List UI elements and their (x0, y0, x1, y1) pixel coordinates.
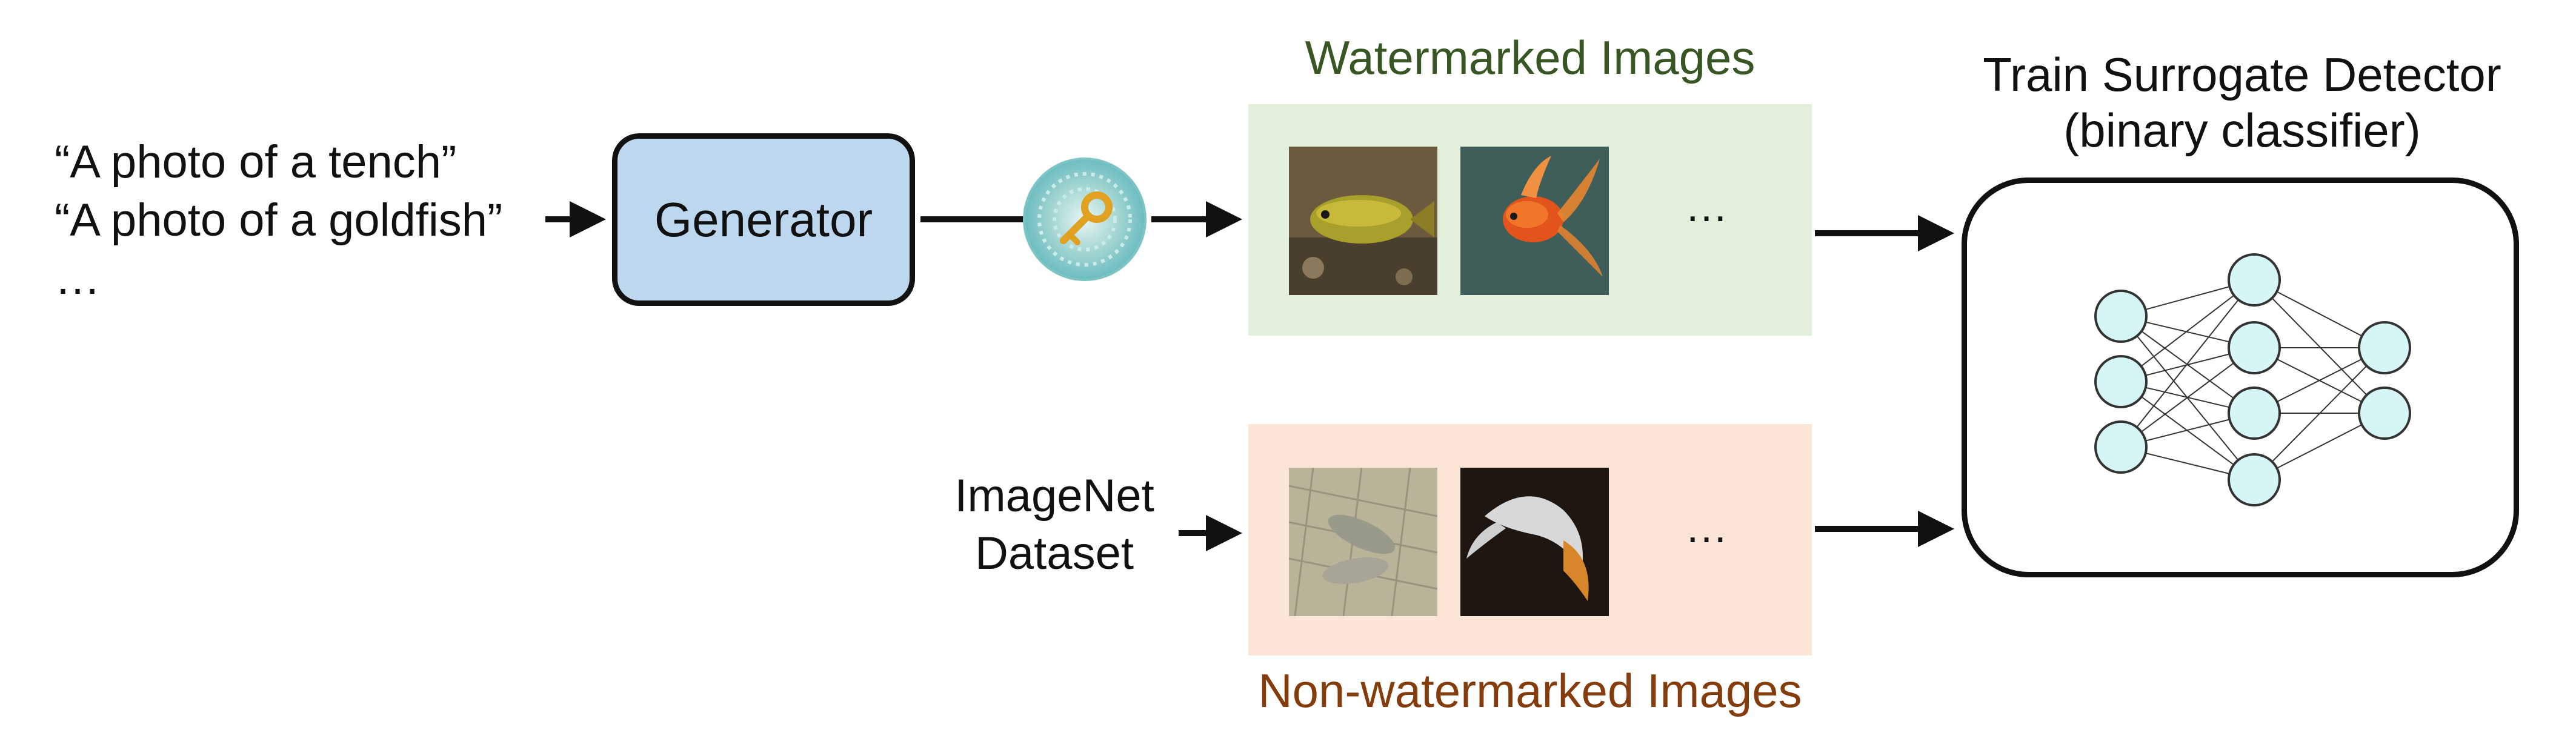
detector-title-line2: (binary classifier) (2063, 104, 2421, 157)
key-icon (1023, 158, 1147, 281)
watermarked-ellipsis: … (1685, 182, 1728, 231)
nn-node (2228, 253, 2281, 307)
nn-node (2094, 355, 2148, 408)
prompt-tench: “A photo of a tench” (55, 136, 457, 188)
nn-node (2094, 290, 2148, 343)
generator-label: Generator (654, 192, 873, 247)
nn-node (2228, 453, 2281, 506)
source-line1: ImageNet (954, 470, 1154, 522)
nn-edge (2120, 279, 2255, 382)
nn-edge (2254, 347, 2385, 480)
goldfish-image (1460, 147, 1609, 295)
nn-node (2358, 321, 2411, 374)
non-watermarked-ellipsis: … (1685, 503, 1728, 552)
source-line2: Dataset (975, 528, 1134, 579)
non-watermarked-title: Non-watermarked Images (1258, 664, 1802, 717)
watermarked-title: Watermarked Images (1305, 31, 1756, 84)
nn-node (2094, 420, 2148, 474)
neural-network (2094, 253, 2411, 506)
nn-node (2228, 387, 2281, 440)
detector-title-line1: Train Surrogate Detector (1983, 48, 2501, 101)
nn-node (2228, 321, 2281, 374)
detector-box (1962, 178, 2519, 577)
generator-box: Generator (612, 133, 915, 306)
nn-edge (2120, 347, 2255, 448)
koi-image (1460, 468, 1609, 616)
nn-edge (2120, 279, 2255, 448)
tench-image (1289, 147, 1437, 295)
nn-edge (2254, 279, 2385, 414)
prompt-ellipsis: … (55, 253, 101, 304)
tench-net-image (1289, 468, 1437, 616)
nn-node (2358, 387, 2411, 440)
prompt-goldfish: “A photo of a goldfish” (55, 194, 503, 246)
